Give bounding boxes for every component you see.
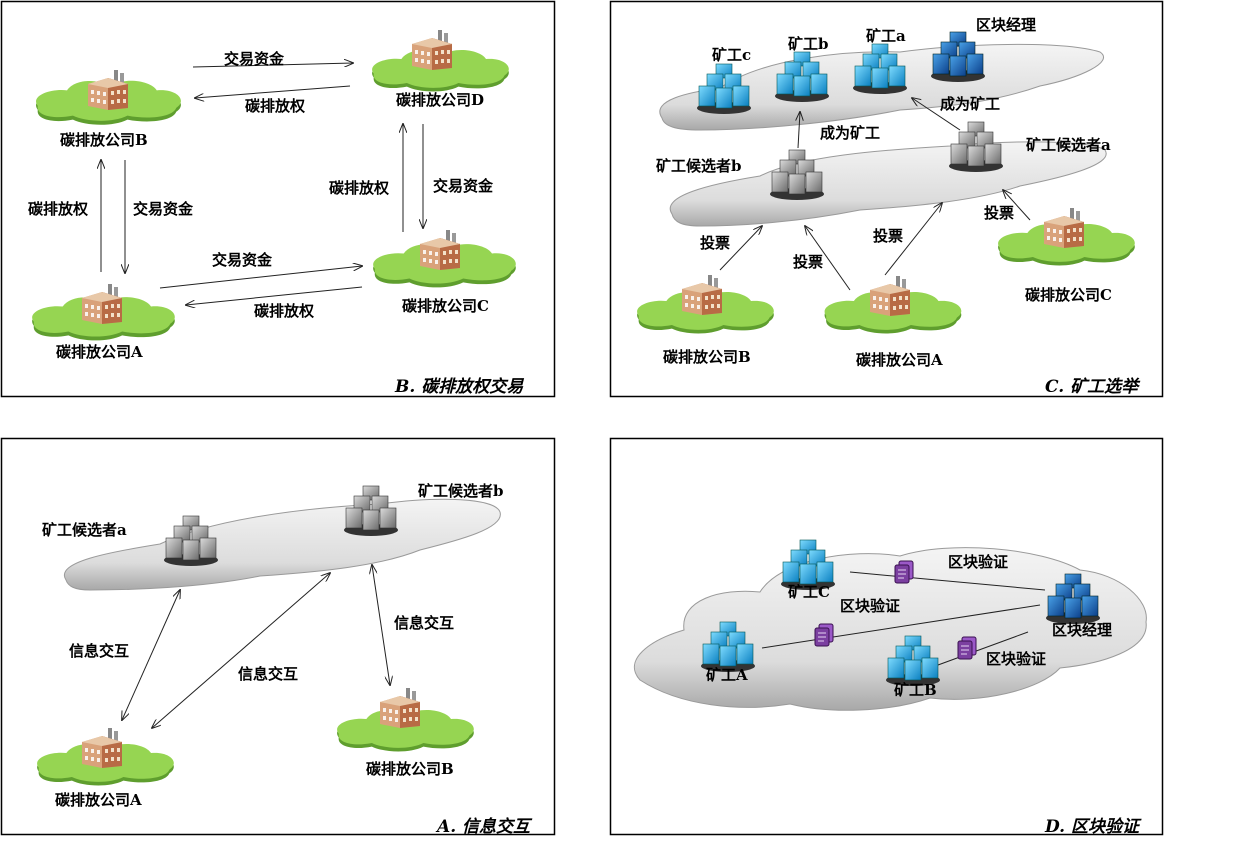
rights-label: 碳排放权 <box>254 302 315 320</box>
arrow-vote <box>719 226 762 271</box>
candidate-b-label: 矿工候选者b <box>418 482 504 500</box>
panel-caption: C. 矿工选举 <box>1045 377 1141 397</box>
arrow-rights-d-b <box>195 85 351 98</box>
panel-block-verification: 矿工C 区块经理 矿工A 矿工B 区块验证 区块验证 区块验证 D. 区块验证 <box>609 437 1164 837</box>
verify-label: 区块验证 <box>948 553 1008 571</box>
arrow-rights-c-a <box>186 286 363 305</box>
candidate-a-label: 矿工候选者a <box>42 521 127 539</box>
become-miner-label: 成为矿工 <box>820 124 880 142</box>
candidate-a-label: 矿工候选者a <box>1026 136 1111 154</box>
company-b-label: 碳排放公司B <box>366 760 454 778</box>
miner-a-label: 矿工A <box>706 666 748 684</box>
arrow-vote <box>1003 190 1031 221</box>
company-a-label: 碳排放公司A <box>856 351 943 369</box>
vote-label: 投票 <box>873 227 903 245</box>
panel-caption: D. 区块验证 <box>1044 817 1142 837</box>
vote-label: 投票 <box>793 253 823 271</box>
candidate-b-label: 矿工候选者b <box>656 157 742 175</box>
interaction-label: 信息交互 <box>69 642 129 660</box>
arrow-become-miner <box>912 98 961 131</box>
company-c-label: 碳排放公司C <box>402 297 489 315</box>
rights-label: 碳排放权 <box>245 97 306 115</box>
arrow-funds-a-c <box>159 266 362 289</box>
panel-carbon-trading: 碳排放公司B 碳排放公司D 碳排放公司C 碳排放公司A 交易资金 碳排放权 碳排… <box>0 0 556 398</box>
panel-caption: B. 碳排放权交易 <box>394 377 524 397</box>
interaction-label: 信息交互 <box>238 665 298 683</box>
miner-b-label: 矿工b <box>788 35 829 53</box>
verify-label: 区块验证 <box>986 650 1046 668</box>
funds-label: 交易资金 <box>133 200 194 218</box>
panel-caption: A. 信息交互 <box>435 817 533 837</box>
verification-link <box>937 631 1029 666</box>
panel-miner-election: 矿工c 矿工b 矿工a 区块经理 矿工候选者b 矿工候选者a 成为矿工 成为矿工… <box>609 0 1164 398</box>
rights-label: 碳排放权 <box>329 179 390 197</box>
block-manager-label: 区块经理 <box>1052 621 1112 639</box>
company-b-label: 碳排放公司B <box>60 131 148 149</box>
company-a-label: 碳排放公司A <box>55 791 142 809</box>
funds-label: 交易资金 <box>433 177 494 195</box>
panel-info-exchange: 矿工候选者a 矿工候选者b 碳排放公司A 碳排放公司B 信息交互 信息交互 信息… <box>0 437 556 837</box>
miner-c-label: 矿工c <box>712 46 751 64</box>
miner-cloud <box>633 547 1147 711</box>
interaction-label: 信息交互 <box>394 614 454 632</box>
block-manager-label: 区块经理 <box>976 16 1036 34</box>
arrow-vote <box>884 203 942 276</box>
company-c-label: 碳排放公司C <box>1025 286 1112 304</box>
rights-label: 碳排放权 <box>28 200 89 218</box>
funds-label: 交易资金 <box>212 251 273 269</box>
arrow-vote <box>805 226 851 291</box>
verify-label: 区块验证 <box>840 597 900 615</box>
miner-b-label: 矿工B <box>894 681 937 699</box>
company-d-label: 碳排放公司D <box>396 91 484 109</box>
miner-a-label: 矿工a <box>866 27 906 45</box>
funds-label: 交易资金 <box>224 50 285 68</box>
vote-label: 投票 <box>700 234 730 252</box>
company-a-label: 碳排放公司A <box>56 343 143 361</box>
arrow-interaction <box>152 573 330 728</box>
miner-c-label: 矿工C <box>788 583 830 601</box>
vote-label: 投票 <box>984 204 1014 222</box>
company-b-label: 碳排放公司B <box>663 348 751 366</box>
verification-link <box>761 604 1041 649</box>
arrow-become-miner <box>798 112 800 149</box>
arrow-funds-b-d <box>192 63 353 68</box>
arrow-interaction <box>372 565 390 685</box>
become-miner-label: 成为矿工 <box>940 95 1000 113</box>
verification-link <box>849 571 1046 591</box>
